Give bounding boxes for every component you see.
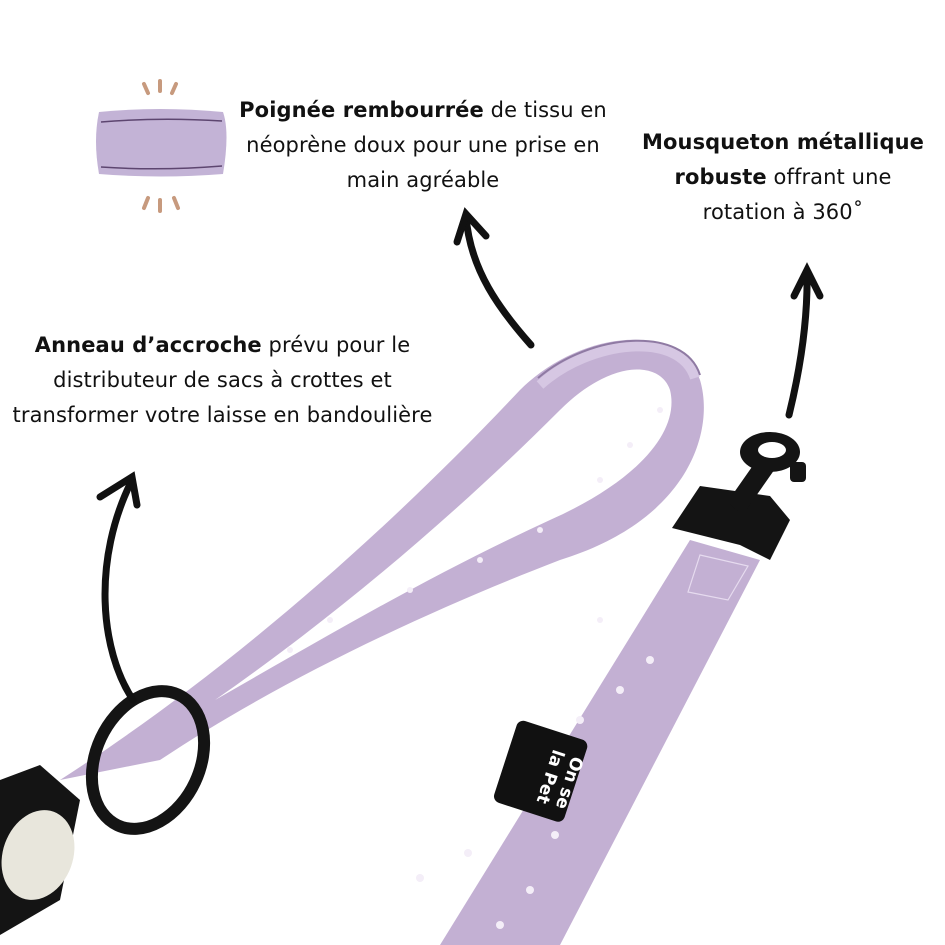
callout-carabiner-title: Mousqueton métallique robuste (642, 130, 924, 189)
callout-padded-handle: Poignée rembourrée de tissu en néoprène … (228, 93, 618, 198)
callout-carabiner-desc: offrant une rotation à 360˚ (702, 165, 892, 224)
callout-carabiner: Mousqueton métallique robuste offrant un… (640, 125, 926, 230)
callout-padded-handle-desc: de tissu en néoprène doux pour une prise… (246, 98, 607, 192)
callout-ring-desc: prévu pour le distributeur de sacs à cro… (12, 333, 433, 427)
arrow-ring-icon (96, 471, 141, 704)
callout-padded-handle-title: Poignée rembourrée (239, 98, 484, 122)
arrow-handle-icon (453, 207, 535, 349)
callout-ring: Anneau d’accroche prévu pour le distribu… (10, 328, 435, 433)
callout-ring-title: Anneau d’accroche (34, 333, 262, 357)
arrow-carabiner-icon (785, 262, 824, 419)
